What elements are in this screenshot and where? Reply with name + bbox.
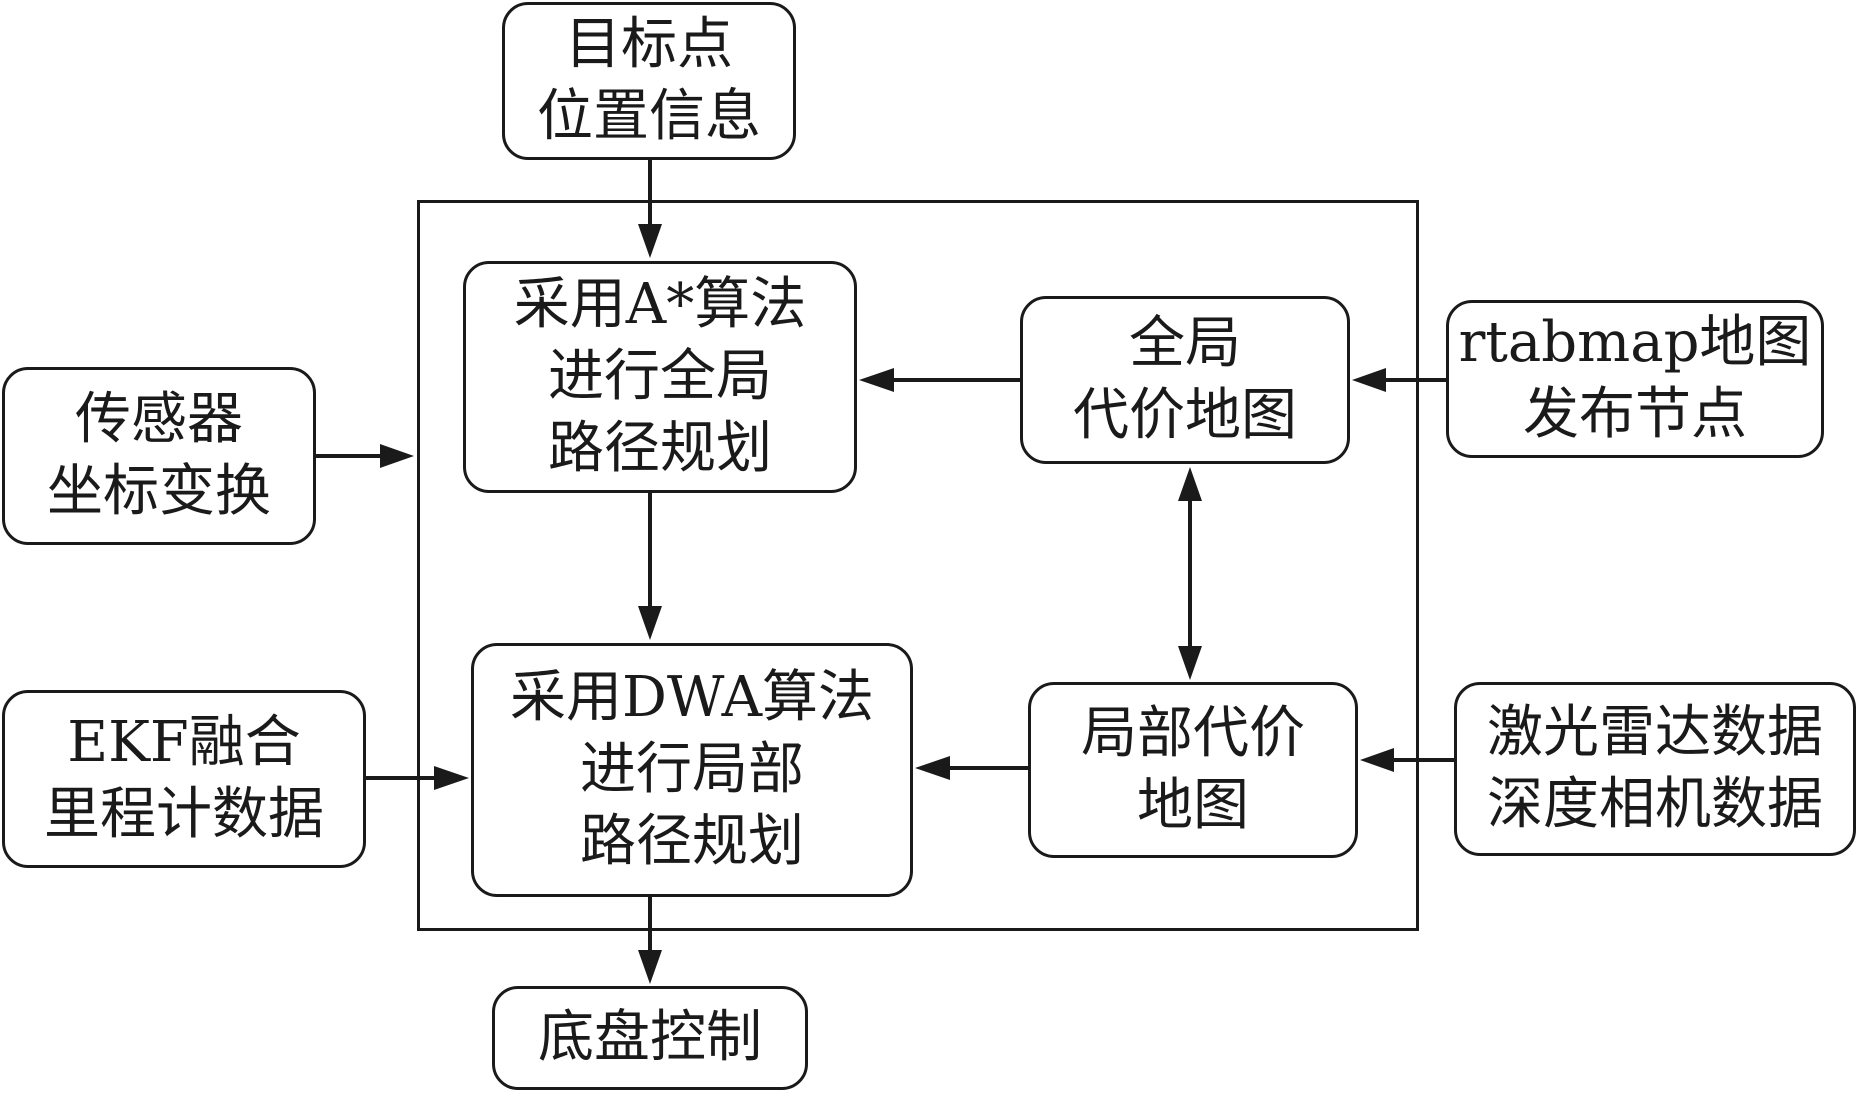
lidar-line-1: 激光雷达数据 — [1487, 700, 1823, 765]
global-plan-line-2: 进行全局 — [548, 344, 772, 409]
rtabmap-line-2: 发布节点 — [1523, 382, 1747, 447]
chassis-control-box: 底盘控制 — [492, 986, 808, 1090]
arrowhead-down-costmap — [1178, 646, 1202, 680]
local-path-planning-box: 采用DWA算法 进行局部 路径规划 — [471, 643, 913, 897]
target-line-2: 位置信息 — [537, 84, 761, 149]
arrowhead-up-costmap — [1178, 467, 1202, 501]
ekf-odometry-box: EKF融合 里程计数据 — [2, 690, 366, 868]
sensor-line-2: 坐标变换 — [47, 459, 271, 524]
arrowhead-global-to-local — [638, 606, 662, 640]
global-path-planning-box: 采用A*算法 进行全局 路径规划 — [463, 261, 857, 493]
local-costmap-line-2: 地图 — [1137, 773, 1249, 838]
local-plan-line-1: 采用DWA算法 — [509, 665, 875, 730]
arrowhead-sensor-to-frame — [380, 444, 414, 468]
navigation-frame — [417, 200, 1419, 931]
arrowhead-target-to-global — [638, 224, 662, 258]
target-position-box: 目标点 位置信息 — [502, 2, 796, 160]
rtabmap-line-1: rtabmap地图 — [1458, 310, 1812, 375]
arrowhead-ekf-to-local — [434, 766, 469, 790]
arrowhead-local-to-chassis — [638, 950, 662, 984]
ekf-line-1: EKF融合 — [67, 710, 301, 775]
global-costmap-box: 全局 代价地图 — [1020, 296, 1350, 464]
chassis-line-1: 底盘控制 — [538, 1005, 762, 1070]
local-plan-line-3: 路径规划 — [580, 809, 804, 874]
ekf-line-2: 里程计数据 — [44, 782, 324, 847]
sensor-line-1: 传感器 — [75, 387, 243, 452]
global-costmap-line-1: 全局 — [1129, 311, 1241, 376]
lidar-line-2: 深度相机数据 — [1487, 772, 1823, 837]
rtabmap-node-box: rtabmap地图 发布节点 — [1446, 300, 1824, 458]
local-plan-line-2: 进行局部 — [580, 737, 804, 802]
global-costmap-line-2: 代价地图 — [1073, 383, 1297, 448]
global-plan-line-1: 采用A*算法 — [513, 272, 807, 337]
local-costmap-line-1: 局部代价 — [1081, 701, 1305, 766]
arrowhead-rtabmap-to-costmap — [1352, 368, 1386, 392]
target-line-1: 目标点 — [565, 12, 733, 77]
local-costmap-box: 局部代价 地图 — [1028, 682, 1358, 858]
sensor-transform-box: 传感器 坐标变换 — [2, 367, 316, 545]
arrowhead-costmap-to-global — [859, 368, 894, 392]
lidar-depth-data-box: 激光雷达数据 深度相机数据 — [1454, 682, 1856, 856]
global-plan-line-3: 路径规划 — [548, 416, 772, 481]
arrowhead-costmap-to-local — [915, 756, 950, 780]
arrowhead-lidar-to-costmap — [1360, 748, 1394, 772]
